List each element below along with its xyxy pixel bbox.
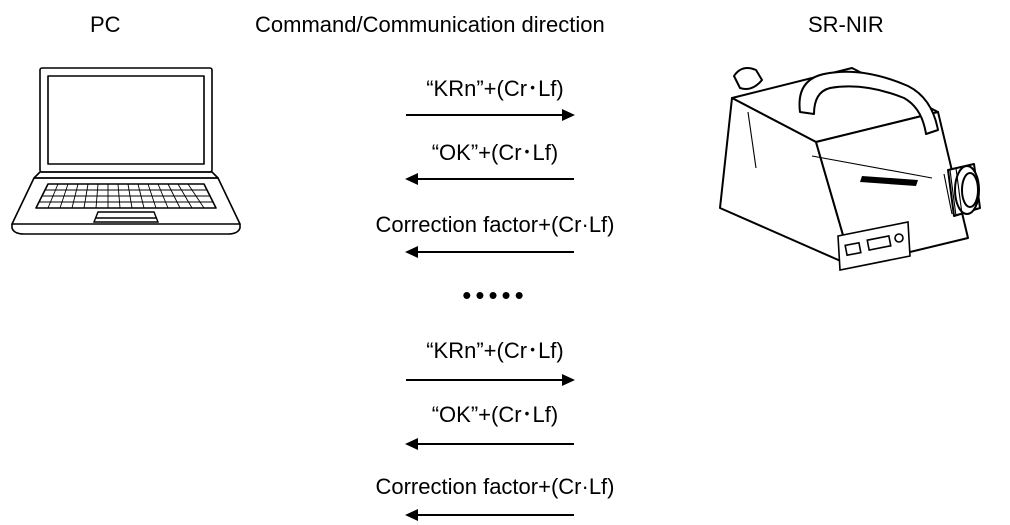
ellipsis: ••••• bbox=[462, 280, 528, 310]
pc-header: PC bbox=[90, 12, 121, 37]
message-krn: “KRn”+(Cr･Lf) bbox=[426, 338, 564, 363]
arrow-right bbox=[406, 109, 575, 121]
direction-header: Command/Communication direction bbox=[255, 12, 605, 37]
arrow-left bbox=[405, 509, 574, 521]
message-krn: “KRn”+(Cr･Lf) bbox=[426, 76, 564, 101]
message-ok: “OK”+(Cr･Lf) bbox=[431, 140, 559, 165]
message-ok: “OK”+(Cr･Lf) bbox=[431, 402, 559, 427]
laptop-icon bbox=[11, 67, 241, 235]
arrow-right bbox=[406, 374, 575, 386]
arrow-left bbox=[405, 246, 574, 258]
spectroradiometer-icon bbox=[719, 67, 981, 271]
message-correction-factor: Correction factor+(Cr·Lf) bbox=[375, 212, 615, 237]
message-correction-factor: Correction factor+(Cr·Lf) bbox=[375, 474, 615, 499]
arrow-left bbox=[405, 438, 574, 450]
device-header: SR-NIR bbox=[808, 12, 884, 37]
arrow-left bbox=[405, 173, 574, 185]
